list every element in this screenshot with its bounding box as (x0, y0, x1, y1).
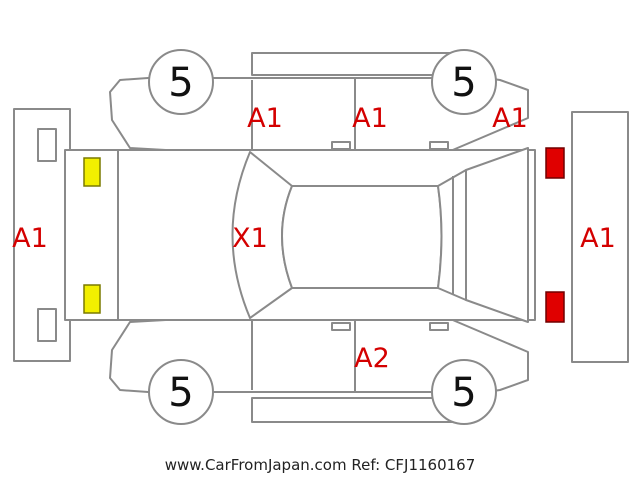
mark-front-bumper: A1 (12, 223, 48, 254)
rear-lights (545, 147, 565, 323)
mark-left-door-front: A1 (247, 103, 283, 134)
right-side-view (109, 314, 529, 423)
rear-left-taillight (545, 147, 565, 179)
mark-rear-bumper: A1 (580, 223, 616, 254)
tire-tread-rear-left: 5 (451, 60, 476, 106)
rear-right-taillight (545, 291, 565, 323)
mark-right-door-rear: A2 (354, 343, 390, 374)
front-bumper (13, 108, 71, 362)
footer-ref: Ref: CFJ1160167 (351, 456, 476, 474)
rear-bumper (571, 111, 629, 363)
tire-tread-front-left: 5 (168, 60, 193, 106)
front-left-headlight (83, 157, 101, 187)
footer-reference: www.CarFromJapan.com Ref: CFJ1160167 (0, 456, 640, 474)
left-side-view (109, 52, 529, 156)
mark-left-rear-quarter: A1 (492, 103, 528, 134)
tire-rear-right: 5 (431, 359, 497, 425)
footer-site: www.CarFromJapan.com (164, 456, 347, 474)
tire-tread-front-right: 5 (168, 370, 193, 416)
tire-tread-rear-right: 5 (451, 370, 476, 416)
tire-front-left: 5 (148, 49, 214, 115)
tire-rear-left: 5 (431, 49, 497, 115)
front-lights (83, 157, 101, 314)
mark-left-door-rear: A1 (352, 103, 388, 134)
tire-front-right: 5 (148, 359, 214, 425)
mark-roof: X1 (232, 223, 268, 254)
front-right-headlight (83, 284, 101, 314)
top-view-body (64, 147, 536, 323)
